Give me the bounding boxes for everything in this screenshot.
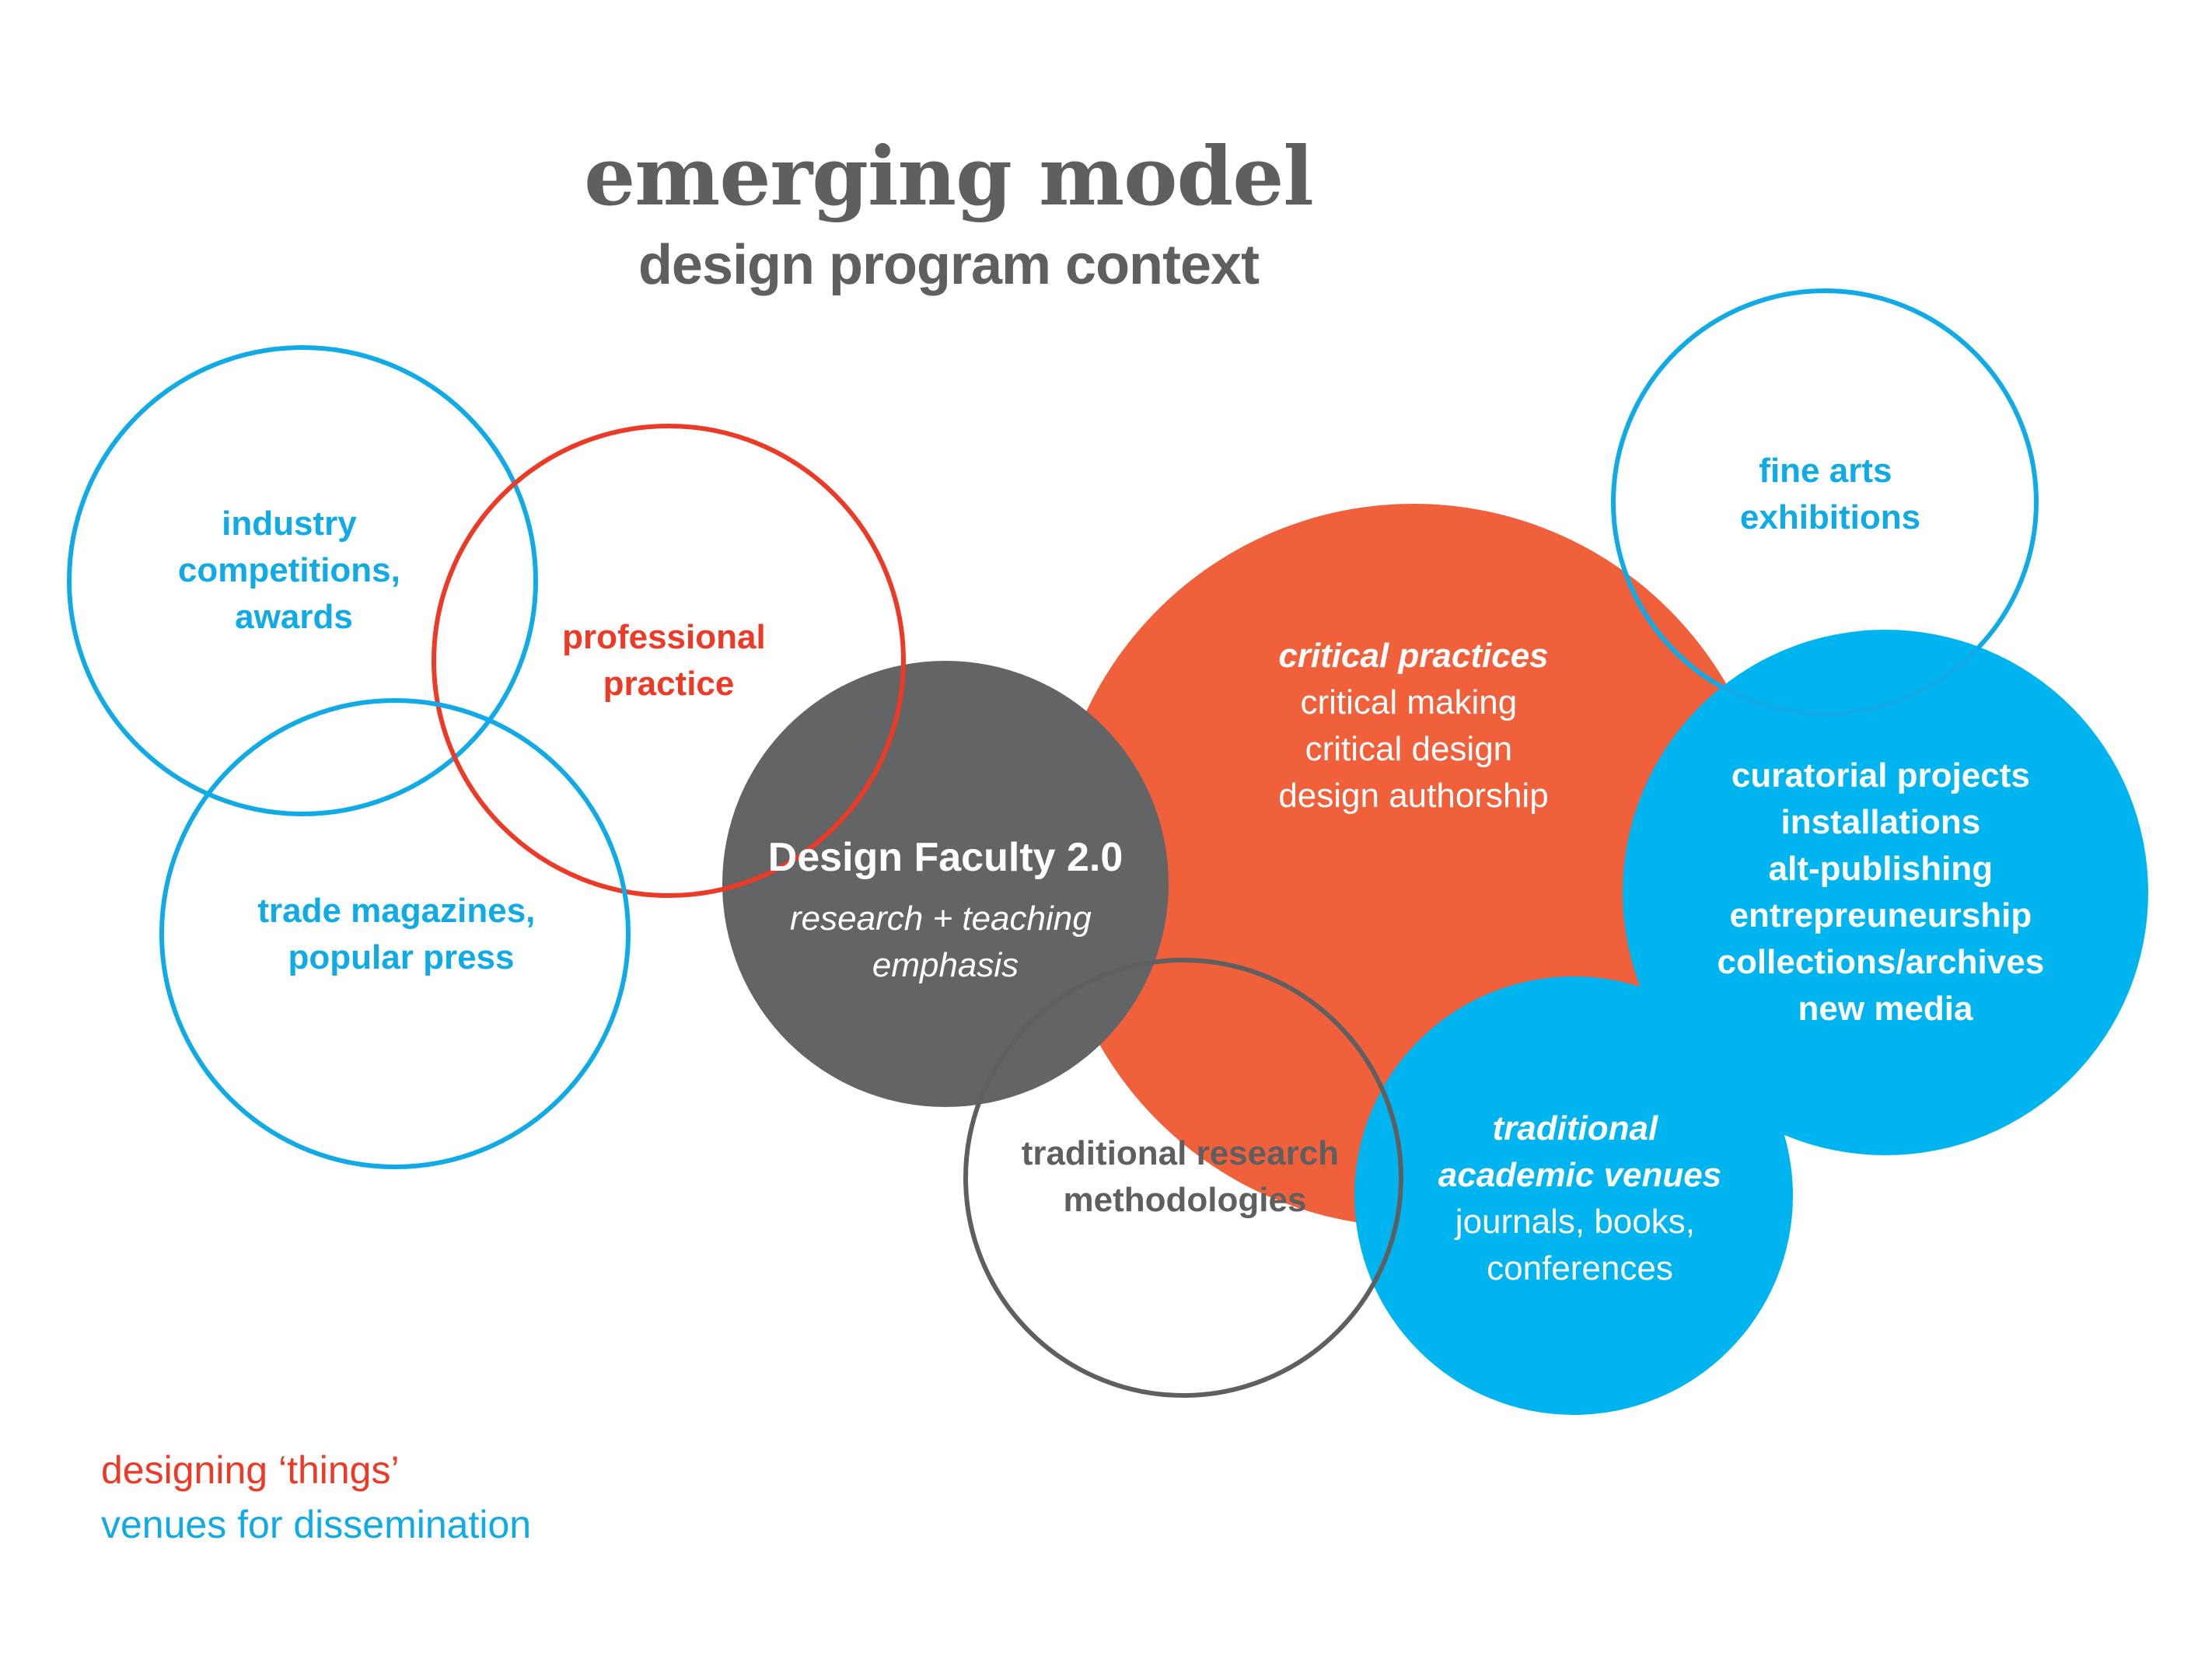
label-curatorial-line-5: collections/archives xyxy=(1718,943,2045,981)
label-critical-heading: critical practices xyxy=(1278,637,1548,675)
label-curatorial-line-2: installations xyxy=(1781,803,1981,841)
label-critical-line-2: critical design xyxy=(1305,730,1513,768)
label-professional-line-2: practice xyxy=(603,665,735,703)
label-academic-heading: traditional academic venues xyxy=(1438,1109,1721,1194)
label-critical-line-3: design authorship xyxy=(1278,777,1548,815)
label-design-faculty-line-1: research + teaching xyxy=(790,899,1092,938)
circle-curatorial-projects xyxy=(1623,630,2148,1155)
label-fine-arts: fine arts exhibitions xyxy=(1740,452,1920,536)
label-curatorial-line-4: entrepreuneurship xyxy=(1730,896,2032,934)
label-curatorial: curatorial projects installations alt-pu… xyxy=(1718,756,2054,1028)
label-academic-line-1: journals, books, xyxy=(1454,1203,1695,1241)
label-traditional-research: traditional research methodologies xyxy=(1022,1134,1349,1219)
label-curatorial-line-6: new media xyxy=(1798,990,1973,1028)
circle-traditional-academic xyxy=(1354,976,1793,1415)
label-traditional-research-line-1: traditional research xyxy=(1022,1134,1339,1172)
circle-design-faculty xyxy=(722,661,1169,1107)
circle-professional-practice xyxy=(432,424,906,898)
label-industry-line-3: awards xyxy=(235,598,353,636)
label-fine-arts-line-2: exhibitions xyxy=(1740,498,1920,536)
label-trade: trade magazines, popular press xyxy=(257,892,544,976)
label-curatorial-line-3: alt-publishing xyxy=(1769,850,1993,888)
label-design-faculty-title: Design Faculty 2.0 xyxy=(768,835,1123,880)
circle-trade-magazines xyxy=(159,698,631,1169)
diagram-subtitle: design program context xyxy=(638,234,1260,296)
label-trade-line-2: popular press xyxy=(288,938,515,976)
label-industry-line-2: competitions, xyxy=(178,551,400,589)
label-academic-items: journals, books, conferences xyxy=(1454,1203,1704,1287)
circle-industry-competitions xyxy=(67,345,538,816)
label-academic-heading-line-1: traditional xyxy=(1493,1109,1658,1147)
legend-designing-things: designing ‘things’ xyxy=(101,1448,400,1492)
legend-venues-for-dissemination: venues for dissemination xyxy=(101,1503,532,1546)
label-critical-line-1: critical making xyxy=(1301,683,1518,721)
label-trade-line-1: trade magazines, xyxy=(257,892,535,930)
label-design-faculty-line-2: emphasis xyxy=(872,946,1019,984)
label-industry-line-1: industry xyxy=(222,505,357,543)
label-academic-heading-line-2: academic venues xyxy=(1438,1156,1721,1194)
label-academic-line-2: conferences xyxy=(1487,1249,1673,1287)
label-traditional-research-line-2: methodologies xyxy=(1064,1181,1307,1219)
label-design-faculty-subtitle: research + teaching emphasis xyxy=(790,899,1101,984)
label-fine-arts-line-1: fine arts xyxy=(1759,452,1892,490)
label-curatorial-line-1: curatorial projects xyxy=(1732,756,2030,795)
circle-fine-arts xyxy=(1611,288,2039,716)
label-professional: professional practice xyxy=(562,618,775,703)
diagram-title: emerging model xyxy=(584,128,1314,224)
label-professional-line-1: professional xyxy=(562,618,766,656)
circle-traditional-research xyxy=(963,958,1403,1398)
label-industry: industry competitions, awards xyxy=(178,505,410,636)
label-critical-items: critical making critical design design a… xyxy=(1278,683,1548,815)
